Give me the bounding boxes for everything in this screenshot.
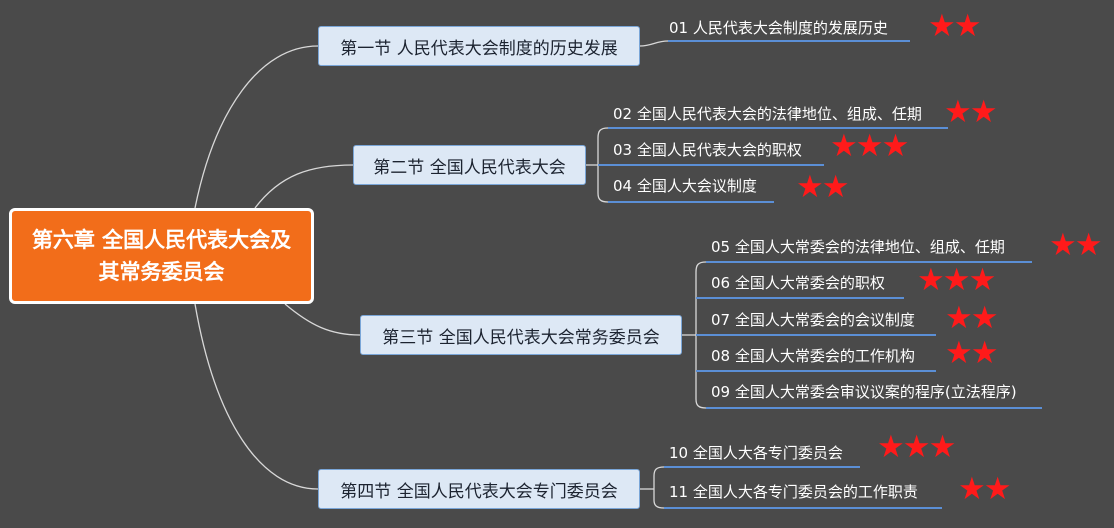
connector-section-1-item: [639, 40, 669, 47]
star-rating-07: ★★: [945, 300, 999, 336]
item-10[interactable]: 10 全国人大各专门委员会: [669, 444, 843, 462]
section-1-label: 第一节 人民代表大会制度的历史发展: [340, 38, 618, 59]
root-topic[interactable]: 第六章 全国人民代表大会及其常务委员会: [9, 208, 314, 304]
connector-root-section-4: [194, 303, 319, 490]
item-01[interactable]: 01 人民代表大会制度的发展历史: [669, 19, 888, 37]
item-06[interactable]: 06 全国人大常委会的职权: [711, 274, 885, 292]
star-rating-01: ★★: [928, 8, 982, 44]
section-4-node[interactable]: 第四节 全国人民代表大会专门委员会: [318, 469, 640, 509]
item-03[interactable]: 03 全国人民代表大会的职权: [613, 141, 802, 159]
connector-root-section-3: [284, 303, 361, 336]
section-1-node[interactable]: 第一节 人民代表大会制度的历史发展: [318, 26, 640, 66]
section-2-node[interactable]: 第二节 全国人民代表大会: [353, 145, 586, 185]
root-topic-title: 第六章 全国人民代表大会及其常务委员会: [31, 228, 292, 284]
star-rating-08: ★★: [945, 335, 999, 371]
connector-root-section-1: [194, 45, 319, 209]
item-07[interactable]: 07 全国人大常委会的会议制度: [711, 311, 915, 329]
star-rating-02: ★★: [944, 94, 998, 130]
star-rating-06: ★★★: [917, 262, 996, 298]
item-02[interactable]: 02 全国人民代表大会的法律地位、组成、任期: [613, 105, 922, 123]
section-2-label: 第二节 全国人民代表大会: [373, 157, 566, 178]
item-09[interactable]: 09 全国人大常委会审议议案的程序(立法程序): [711, 383, 1017, 401]
item-11[interactable]: 11 全国人大各专门委员会的工作职责: [669, 483, 918, 501]
star-rating-11: ★★: [958, 471, 1012, 507]
connector-root-section-2: [254, 164, 354, 209]
star-rating-05: ★★: [1049, 227, 1103, 263]
section-4-label: 第四节 全国人民代表大会专门委员会: [340, 481, 618, 502]
item-08[interactable]: 08 全国人大常委会的工作机构: [711, 347, 915, 365]
item-04[interactable]: 04 全国人大会议制度: [613, 177, 757, 195]
section-3-node[interactable]: 第三节 全国人民代表大会常务委员会: [360, 315, 682, 355]
section-3-label: 第三节 全国人民代表大会常务委员会: [382, 327, 660, 348]
star-rating-04: ★★: [796, 169, 850, 205]
star-rating-03: ★★★: [830, 128, 909, 164]
connector-section-4-bracket: [653, 466, 665, 509]
item-05[interactable]: 05 全国人大常委会的法律地位、组成、任期: [711, 238, 1005, 256]
star-rating-10: ★★★: [877, 429, 956, 465]
